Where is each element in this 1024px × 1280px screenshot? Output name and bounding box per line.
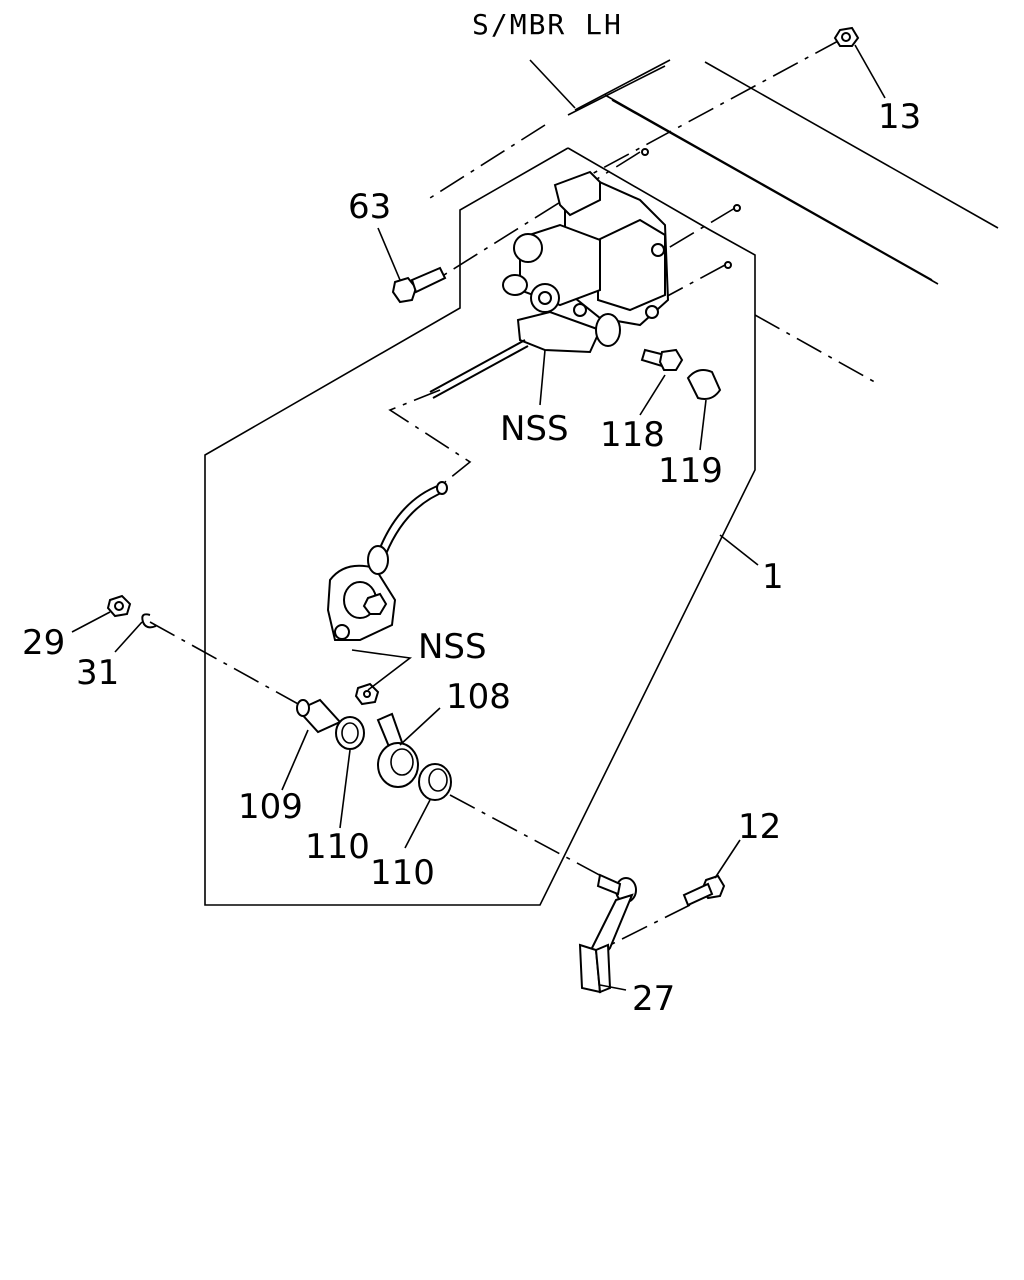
callout-27: 27 (632, 979, 675, 1019)
sleeve-109 (296, 698, 342, 734)
height-sensor-lower (326, 481, 448, 706)
lever-27 (578, 873, 637, 994)
bolt-12 (682, 874, 726, 907)
callout-1: 1 (762, 557, 784, 597)
link-108 (376, 712, 419, 788)
callout-12: 12 (738, 807, 781, 847)
callout-118: 118 (600, 415, 665, 455)
bushing-110-right (418, 763, 452, 801)
callout-29: 29 (22, 623, 65, 663)
alignment-lines (149, 39, 841, 951)
side-member-frame (429, 59, 999, 386)
callout-110-left: 110 (305, 827, 370, 867)
callout-119: 119 (658, 451, 723, 491)
callout-110-right: 110 (370, 853, 435, 893)
bolt-63 (391, 266, 447, 304)
bolt-118 (640, 348, 684, 371)
leader-lines (71, 44, 886, 991)
bushing-110-left (335, 716, 365, 750)
member-label: S/MBR LH (472, 8, 623, 41)
callout-109: 109 (238, 787, 303, 827)
callout-63: 63 (348, 187, 391, 227)
callout-nss-upper: NSS (500, 409, 569, 449)
assembly-outline (204, 147, 756, 906)
cap-119 (686, 369, 722, 400)
callout-108: 108 (446, 677, 511, 717)
clip-31 (141, 613, 157, 629)
callout-13: 13 (878, 97, 921, 137)
nut-29 (106, 594, 132, 618)
callout-nss-lower: NSS (418, 627, 487, 667)
actuator-valve-unit (429, 148, 741, 399)
nut-13 (833, 26, 860, 47)
callout-31: 31 (76, 653, 119, 693)
